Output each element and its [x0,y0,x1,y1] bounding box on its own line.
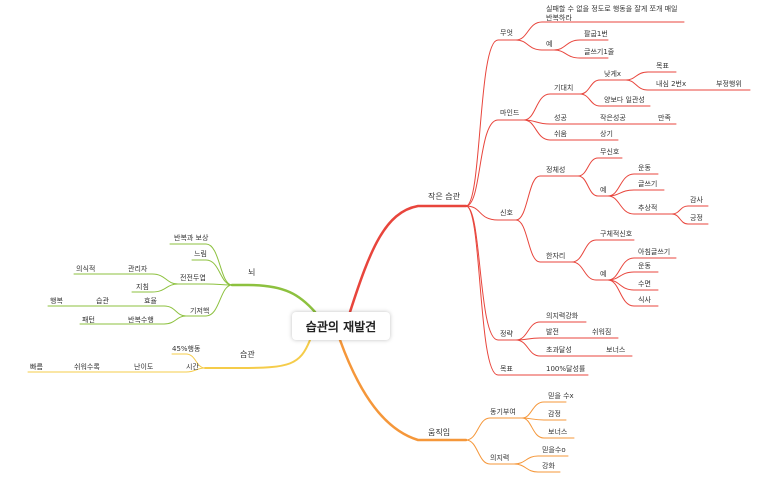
node-slow[interactable]: 느림 [194,250,207,258]
node-write-line[interactable]: 글쓰기1줄 [584,48,615,56]
node-exercise[interactable]: 운동 [638,164,651,172]
node-tired[interactable]: 지침 [136,283,149,291]
topic-will[interactable]: 의지력 [490,454,510,462]
topic-small-habit[interactable]: 작은 습관 [428,192,460,201]
node-pattern[interactable]: 패턴 [82,316,95,324]
node-getting-easier[interactable]: 쉬워짐 [592,328,612,336]
node-reliable[interactable]: 믿을수o [542,446,566,454]
node-pushup[interactable]: 팔굽1번 [584,30,608,38]
node-no-cue[interactable]: 무신호 [600,148,620,156]
node-45-percent[interactable]: 45%행동 [172,345,201,353]
topic-signal[interactable]: 신호 [500,209,513,217]
node-goal[interactable]: 목표 [656,62,669,70]
node-satisfy[interactable]: 만족 [658,114,671,122]
node-abstract[interactable]: 추상적 [638,204,658,212]
node-difficulty[interactable]: 난이도 [134,363,154,371]
topic-mind[interactable]: 마인드 [500,109,520,117]
node-unreliable[interactable]: 믿을 수x [548,392,574,400]
topic-brain[interactable]: 뇌 [248,268,256,277]
node-100-percent[interactable]: 100%달성률 [546,365,586,373]
node-habit[interactable]: 습관 [96,297,109,305]
node-happy[interactable]: 행복 [50,297,63,305]
node-low[interactable]: 낮게x [604,70,622,78]
node-easier[interactable]: 쉬워수록 [74,363,100,371]
central-topic[interactable]: 습관의 재발견 [292,312,390,340]
topic-goal[interactable]: 목표 [500,365,513,373]
node-manager[interactable]: 관리자 [128,265,148,273]
node-repeat-reward[interactable]: 반복과 보상 [174,234,209,242]
node-positive[interactable]: 긍정 [690,214,703,222]
branch-yellow [204,339,311,369]
node-easy[interactable]: 쉬움 [554,130,567,138]
node-motivation-bonus[interactable]: 보너스 [548,428,568,436]
node-strengthen[interactable]: 강화 [542,462,555,470]
node-concrete-cue[interactable]: 구체적신호 [600,230,633,238]
topic-basal[interactable]: 기저핵 [190,307,210,315]
branch-green [230,283,317,314]
topic-strategy[interactable]: 정략 [500,330,513,338]
node-consistency[interactable]: 양보다 일관성 [604,96,645,104]
node-meal[interactable]: 식사 [638,296,651,304]
node-workout[interactable]: 운동 [638,262,651,270]
node-faster[interactable]: 빠름 [30,363,43,371]
topic-prefrontal[interactable]: 전전두엽 [180,274,206,282]
node-time[interactable]: 시간 [186,363,199,371]
node-identity-example[interactable]: 예 [600,186,607,194]
node-exceed[interactable]: 초과달성 [546,346,572,354]
node-identity[interactable]: 정체성 [546,166,566,174]
node-inner[interactable]: 내심 2번x [656,80,687,88]
topic-what[interactable]: 무엇 [500,29,513,37]
topic-motivation[interactable]: 동기부여 [490,408,516,416]
branch-red [348,204,468,314]
node-small-success[interactable]: 작은성공 [600,114,626,122]
node-reminder[interactable]: 상기 [600,130,613,138]
node-conscious[interactable]: 의식적 [76,265,96,273]
node-willpower-boost[interactable]: 의지력강화 [546,312,579,320]
node-one-place[interactable]: 한자리 [546,252,566,260]
node-cheating[interactable]: 부정행위 [716,80,742,88]
node-example[interactable]: 예 [546,40,553,48]
node-success[interactable]: 성공 [554,114,567,122]
node-sleep[interactable]: 수면 [638,280,651,288]
node-repeat-execute[interactable]: 반복수행 [128,316,154,324]
node-emotion[interactable]: 감정 [548,410,561,418]
node-gratitude[interactable]: 감사 [690,196,703,204]
branch-orange [338,338,468,442]
node-expectation[interactable]: 기대치 [554,84,574,92]
node-growth[interactable]: 발전 [546,328,559,336]
node-writing[interactable]: 글쓰기 [638,180,658,188]
node-bonus[interactable]: 보너스 [606,346,626,354]
topic-habit[interactable]: 습관 [240,350,255,359]
node-morning-writing[interactable]: 아침글쓰기 [638,248,671,256]
node-efficient[interactable]: 효율 [144,297,157,305]
node-what-text[interactable]: 실패할 수 없을 정도로 행동을 잘게 쪼개 매일 반복하라 [546,5,678,22]
node-seat-example[interactable]: 예 [600,270,607,278]
topic-movement[interactable]: 움직임 [428,428,451,437]
